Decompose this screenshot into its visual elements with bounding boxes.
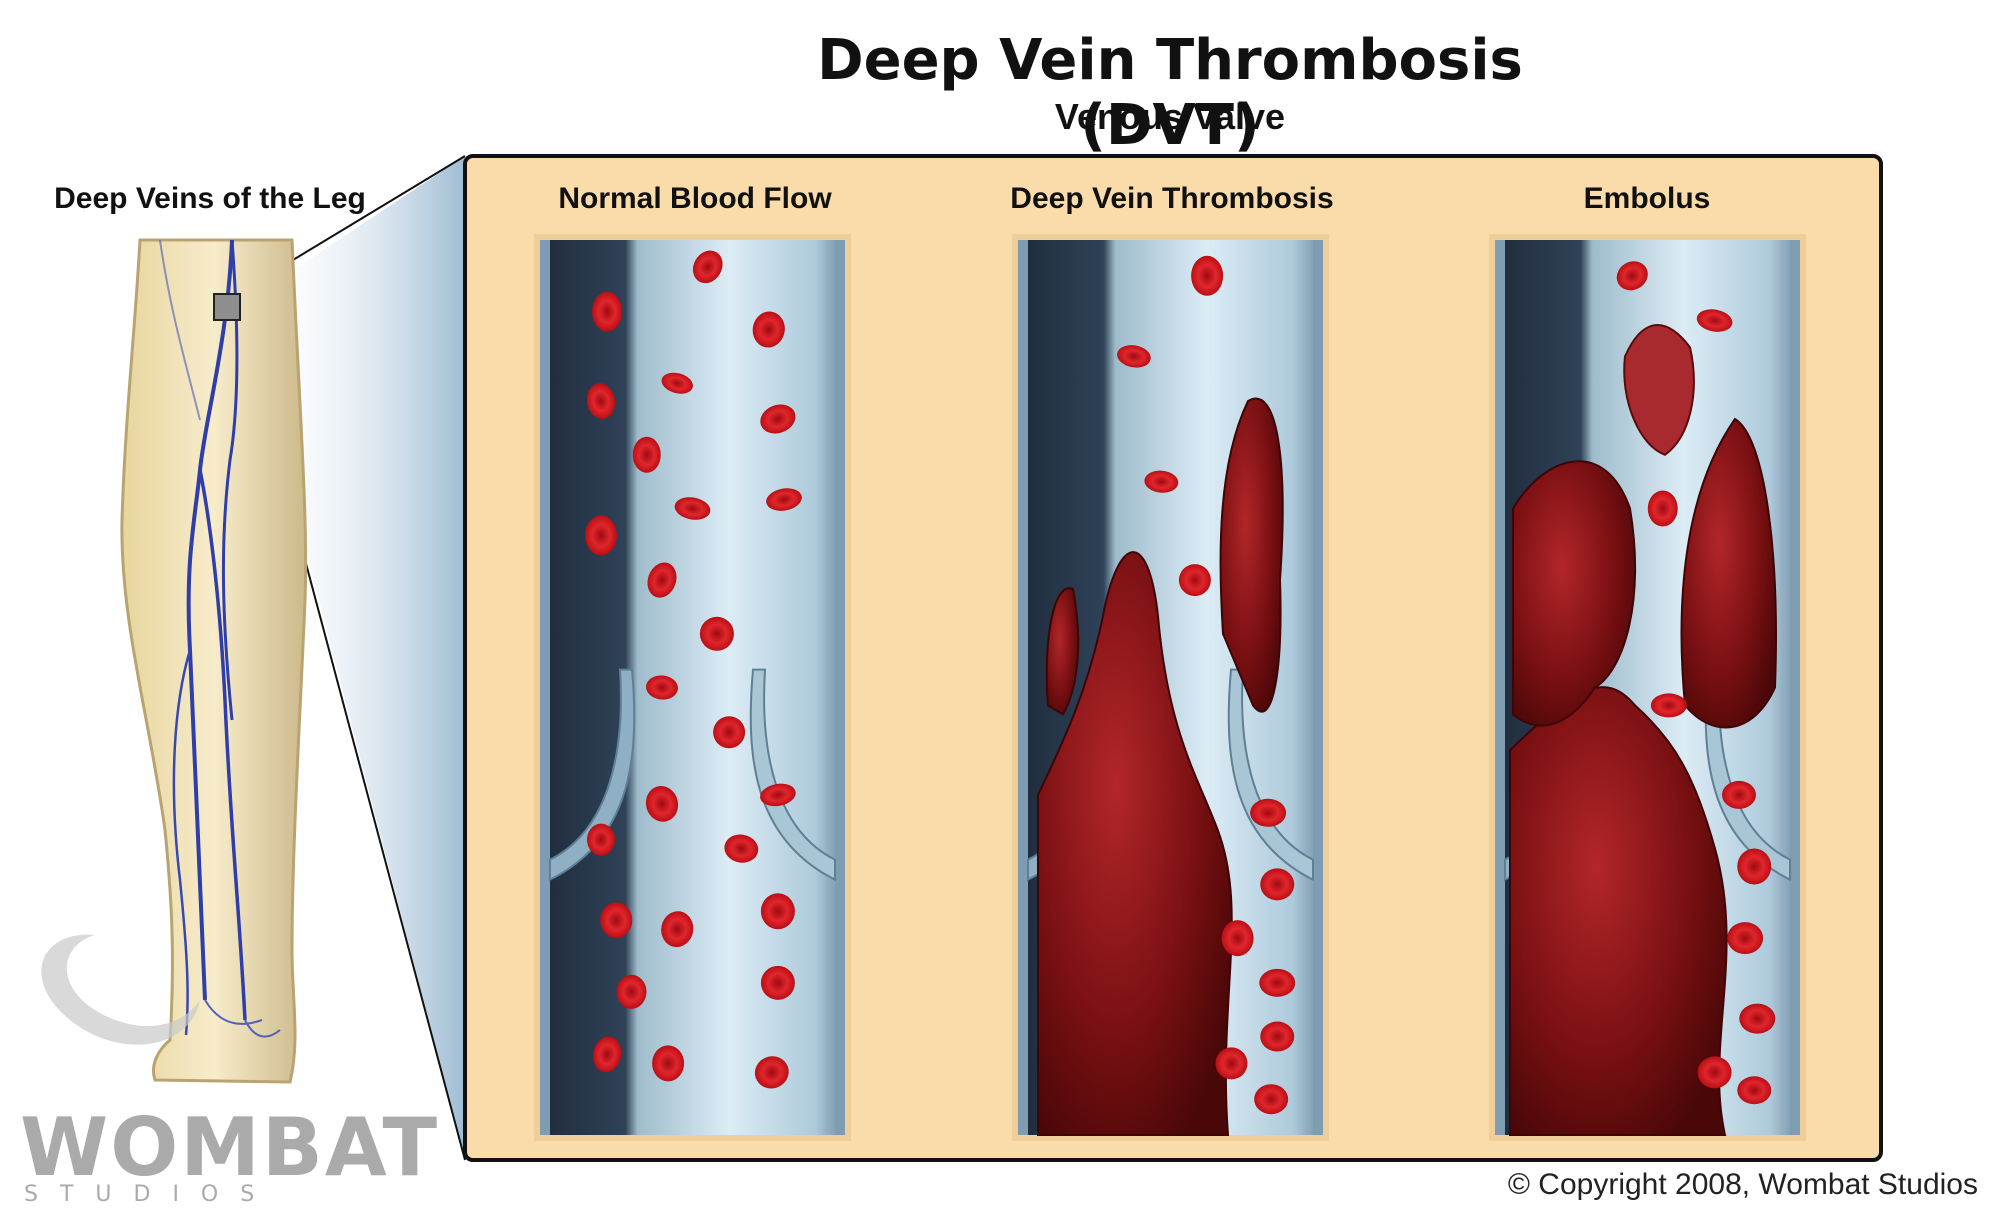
- red-blood-cell: [1144, 470, 1179, 493]
- panel-label-dvt: Deep Vein Thrombosis: [1010, 182, 1334, 215]
- red-blood-cell: [616, 974, 647, 1009]
- red-blood-cell: [585, 515, 617, 556]
- red-blood-cell: [754, 1056, 789, 1089]
- leg-label: Deep Veins of the Leg: [54, 182, 366, 215]
- red-blood-cell: [646, 675, 678, 700]
- red-blood-cell: [1616, 261, 1648, 291]
- red-blood-cell: [592, 1036, 622, 1073]
- red-blood-cell: [713, 716, 746, 749]
- red-blood-cell: [1739, 1003, 1776, 1034]
- leg-zoom-marker: [213, 293, 241, 321]
- red-blood-cell: [645, 785, 679, 822]
- red-blood-cell: [1260, 868, 1295, 901]
- red-blood-cell: [586, 383, 616, 419]
- red-blood-cell: [760, 404, 796, 434]
- copyright-text: © Copyright 2008, Wombat Studios: [1507, 1168, 1978, 1201]
- vein-thrombus: [1012, 234, 1329, 1141]
- red-blood-cell: [760, 783, 796, 807]
- embolus-fragment: [1623, 324, 1695, 456]
- vein-embolus: [1489, 234, 1806, 1141]
- red-blood-cell: [752, 311, 785, 348]
- logo-swoosh: [41, 934, 200, 1045]
- red-blood-cell: [1191, 255, 1224, 296]
- valve-leaflet-right: [749, 668, 836, 882]
- red-blood-cell: [1696, 309, 1733, 332]
- red-blood-cell: [1647, 490, 1678, 527]
- red-blood-cell: [1727, 922, 1764, 955]
- vein-wall-right: [1790, 240, 1800, 1135]
- thrombus-clot-side: [1045, 587, 1080, 716]
- red-blood-cell: [1117, 345, 1151, 368]
- red-blood-cell: [1215, 1047, 1248, 1080]
- red-blood-cell: [674, 497, 711, 520]
- page-subtitle: Venous Valve: [1054, 96, 1286, 137]
- red-blood-cell: [587, 823, 615, 856]
- red-blood-cell: [652, 1045, 685, 1082]
- vein-wall-right: [835, 240, 845, 1135]
- logo-subtext: STUDIOS: [24, 1182, 277, 1207]
- red-blood-cell: [760, 893, 795, 930]
- red-blood-cell: [661, 372, 693, 394]
- panel-label-normal: Normal Blood Flow: [558, 182, 832, 215]
- logo-wordmark: WOMBAT: [20, 1101, 440, 1194]
- red-blood-cell: [1259, 968, 1296, 997]
- panel-label-embolus: Embolus: [1583, 182, 1711, 215]
- red-blood-cell: [1737, 848, 1772, 885]
- red-blood-cell: [692, 250, 723, 284]
- red-blood-cell: [632, 436, 661, 473]
- red-blood-cell: [724, 834, 759, 863]
- thrombus-clot-upper: [1512, 460, 1637, 727]
- red-blood-cell: [766, 488, 802, 511]
- red-blood-cell: [760, 965, 795, 1000]
- red-blood-cell: [600, 902, 633, 939]
- thrombus-clot-upper: [1219, 397, 1284, 713]
- red-blood-cell: [647, 562, 677, 598]
- red-blood-cell: [1737, 1076, 1772, 1105]
- vein-wall-left: [540, 240, 550, 1135]
- vein-wall-right: [1313, 240, 1323, 1135]
- vein-lumen: [540, 240, 845, 1135]
- red-blood-cell: [1697, 1056, 1732, 1089]
- thrombus-clot-side: [1680, 417, 1777, 729]
- red-blood-cell: [699, 616, 734, 651]
- page-title: Deep Vein Thrombosis (DVT): [817, 28, 1523, 158]
- red-blood-cell: [1722, 780, 1756, 809]
- red-blood-cell: [1221, 920, 1254, 957]
- red-blood-cell: [1178, 564, 1211, 597]
- vein-wall-left: [1495, 240, 1505, 1135]
- red-blood-cell: [1250, 798, 1287, 827]
- red-blood-cell: [1254, 1084, 1289, 1115]
- red-blood-cell: [592, 291, 623, 332]
- red-blood-cell: [1260, 1021, 1295, 1052]
- red-blood-cell: [1650, 693, 1687, 718]
- red-blood-cell: [661, 911, 694, 948]
- vein-normal: [534, 234, 851, 1141]
- vein-wall-left: [1018, 240, 1028, 1135]
- leg-illustration: [120, 238, 308, 1084]
